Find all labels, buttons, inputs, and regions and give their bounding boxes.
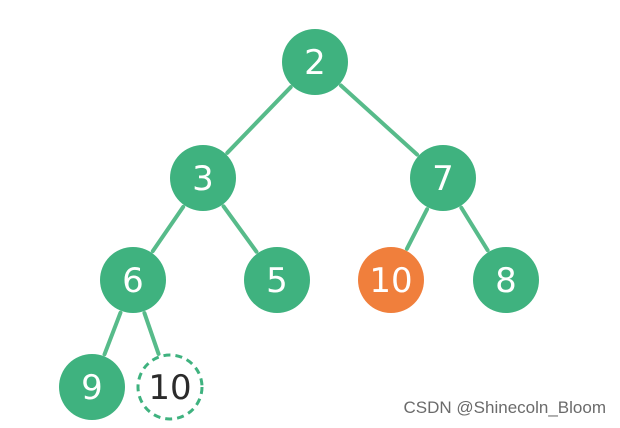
node-circle — [282, 29, 348, 95]
tree-node-n10b: 10 — [136, 353, 204, 421]
edge-n2-n7 — [338, 83, 420, 157]
edge-n7-n8 — [459, 205, 490, 253]
node-label: 2 — [304, 43, 326, 83]
edge-n7-n10 — [404, 207, 430, 251]
tree-node-n9: 9 — [59, 354, 125, 420]
node-label: 10 — [148, 368, 191, 408]
node-label: 7 — [432, 159, 454, 199]
node-label: 6 — [122, 261, 144, 301]
node-label: 10 — [369, 261, 412, 301]
node-label: 8 — [495, 261, 517, 301]
tree-node-n5: 5 — [244, 247, 310, 313]
tree-node-n10: 10 — [358, 247, 424, 313]
node-circle — [244, 247, 310, 313]
tree-node-n7: 7 — [410, 145, 476, 211]
tree-node-n6: 6 — [100, 247, 166, 313]
edge-n6-n9 — [102, 310, 123, 357]
edge-n3-n6 — [150, 204, 186, 254]
edge-n3-n5 — [221, 204, 259, 254]
tree-node-n8: 8 — [473, 247, 539, 313]
node-label: 3 — [192, 159, 214, 199]
node-circle-dashed — [136, 353, 204, 421]
tree-node-n3: 3 — [170, 145, 236, 211]
node-label: 9 — [81, 368, 103, 408]
node-circle — [100, 247, 166, 313]
node-label: 5 — [266, 261, 288, 301]
watermark-text: CSDN @Shinecoln_Bloom — [403, 398, 606, 417]
tree-node-n2: 2 — [282, 29, 348, 95]
node-circle — [59, 354, 125, 420]
tree-nodes: 2 3 7 6 5 10 8 9 10 — [59, 29, 539, 421]
node-circle-highlight — [358, 247, 424, 313]
edge-n6-n10b — [142, 311, 161, 356]
tree-edges — [102, 83, 490, 357]
edge-n2-n3 — [225, 85, 293, 155]
node-circle — [170, 145, 236, 211]
node-circle — [410, 145, 476, 211]
node-circle — [473, 247, 539, 313]
